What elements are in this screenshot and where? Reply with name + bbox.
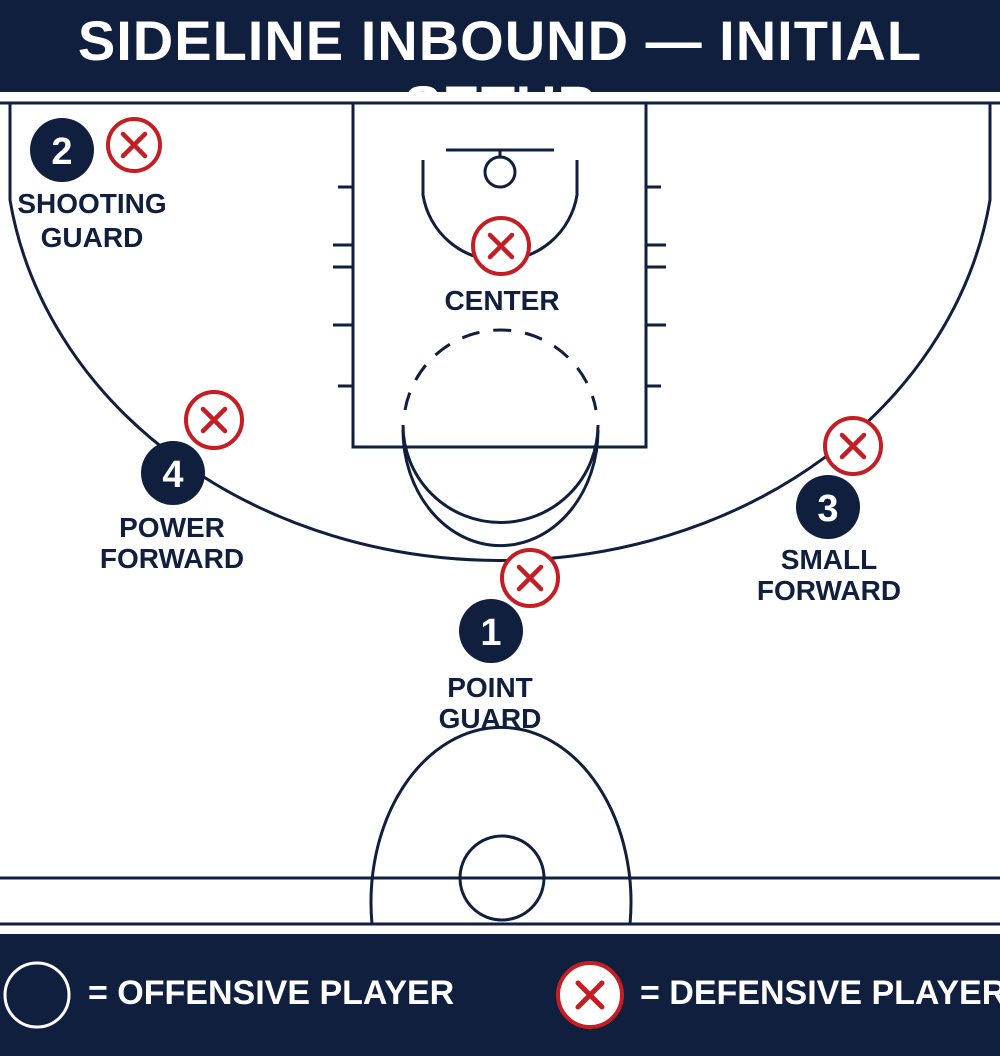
player-power-forward: 4 POWER FORWARD [100, 441, 244, 574]
x-icon [575, 980, 605, 1010]
center-circle-inner [458, 834, 546, 922]
free-throw-circle-lower-inner [401, 429, 600, 548]
legend-icons [3, 961, 624, 1029]
legend-bar: = OFFENSIVE PLAYER = DEFENSIVE PLAYER [0, 934, 1000, 1056]
player-number: 1 [480, 612, 501, 654]
player-label-line2: GUARD [41, 222, 144, 253]
court-lines [0, 101, 1000, 926]
lane-hash-marks [333, 185, 666, 388]
player-label-line2: FORWARD [757, 575, 901, 606]
player-small-forward: 3 SMALL FORWARD [757, 475, 901, 606]
x-icon [516, 564, 544, 592]
x-icon [200, 406, 228, 434]
player-label-line2: FORWARD [100, 543, 244, 574]
defender-point-guard [500, 548, 560, 608]
offensive-player-icon [30, 118, 94, 182]
player-number: 4 [162, 454, 183, 496]
defender-shooting-guard [106, 117, 162, 173]
rim [483, 155, 517, 189]
free-throw-circle-lower [401, 424, 600, 524]
defender-small-forward [823, 416, 883, 476]
player-label-line2: GUARD [439, 703, 542, 734]
defender-center [471, 216, 531, 276]
player-label-line1: POINT [447, 672, 533, 703]
free-throw-circle-upper-dashed [403, 328, 598, 411]
title-bar: SIDELINE INBOUND — INITIAL SETUP [0, 0, 1000, 137]
player-label-line1: POWER [119, 512, 225, 543]
player-point-guard: 1 POINT GUARD [439, 599, 542, 734]
player-number: 3 [817, 488, 838, 530]
offensive-player-icon [141, 441, 205, 505]
diagram-title: SIDELINE INBOUND — INITIAL SETUP [77, 9, 923, 137]
center-circle [369, 725, 633, 925]
x-icon [120, 131, 148, 159]
legend-defense-label: = DEFENSIVE PLAYER [640, 974, 1000, 1012]
player-label-line1: SMALL [781, 544, 877, 575]
offensive-player-icon [796, 475, 860, 539]
court: 2 SHOOTING GUARD CENTER 4 POWER FORWARD [0, 92, 1000, 934]
x-icon [839, 432, 867, 460]
x-icon [487, 232, 515, 260]
legend-offense-label: = OFFENSIVE PLAYER [88, 974, 455, 1012]
offensive-player-icon [459, 599, 523, 663]
player-label-line1: SHOOTING [17, 188, 166, 219]
defender-power-forward [184, 390, 244, 450]
player-number: 2 [51, 131, 72, 173]
player-label-center: CENTER [444, 285, 559, 316]
lane [351, 101, 648, 449]
offensive-legend-icon [3, 961, 71, 1029]
court-diagram: 2 SHOOTING GUARD CENTER 4 POWER FORWARD [0, 101, 1000, 926]
three-point-line [8, 103, 992, 562]
player-shooting-guard: 2 SHOOTING GUARD [17, 118, 167, 253]
